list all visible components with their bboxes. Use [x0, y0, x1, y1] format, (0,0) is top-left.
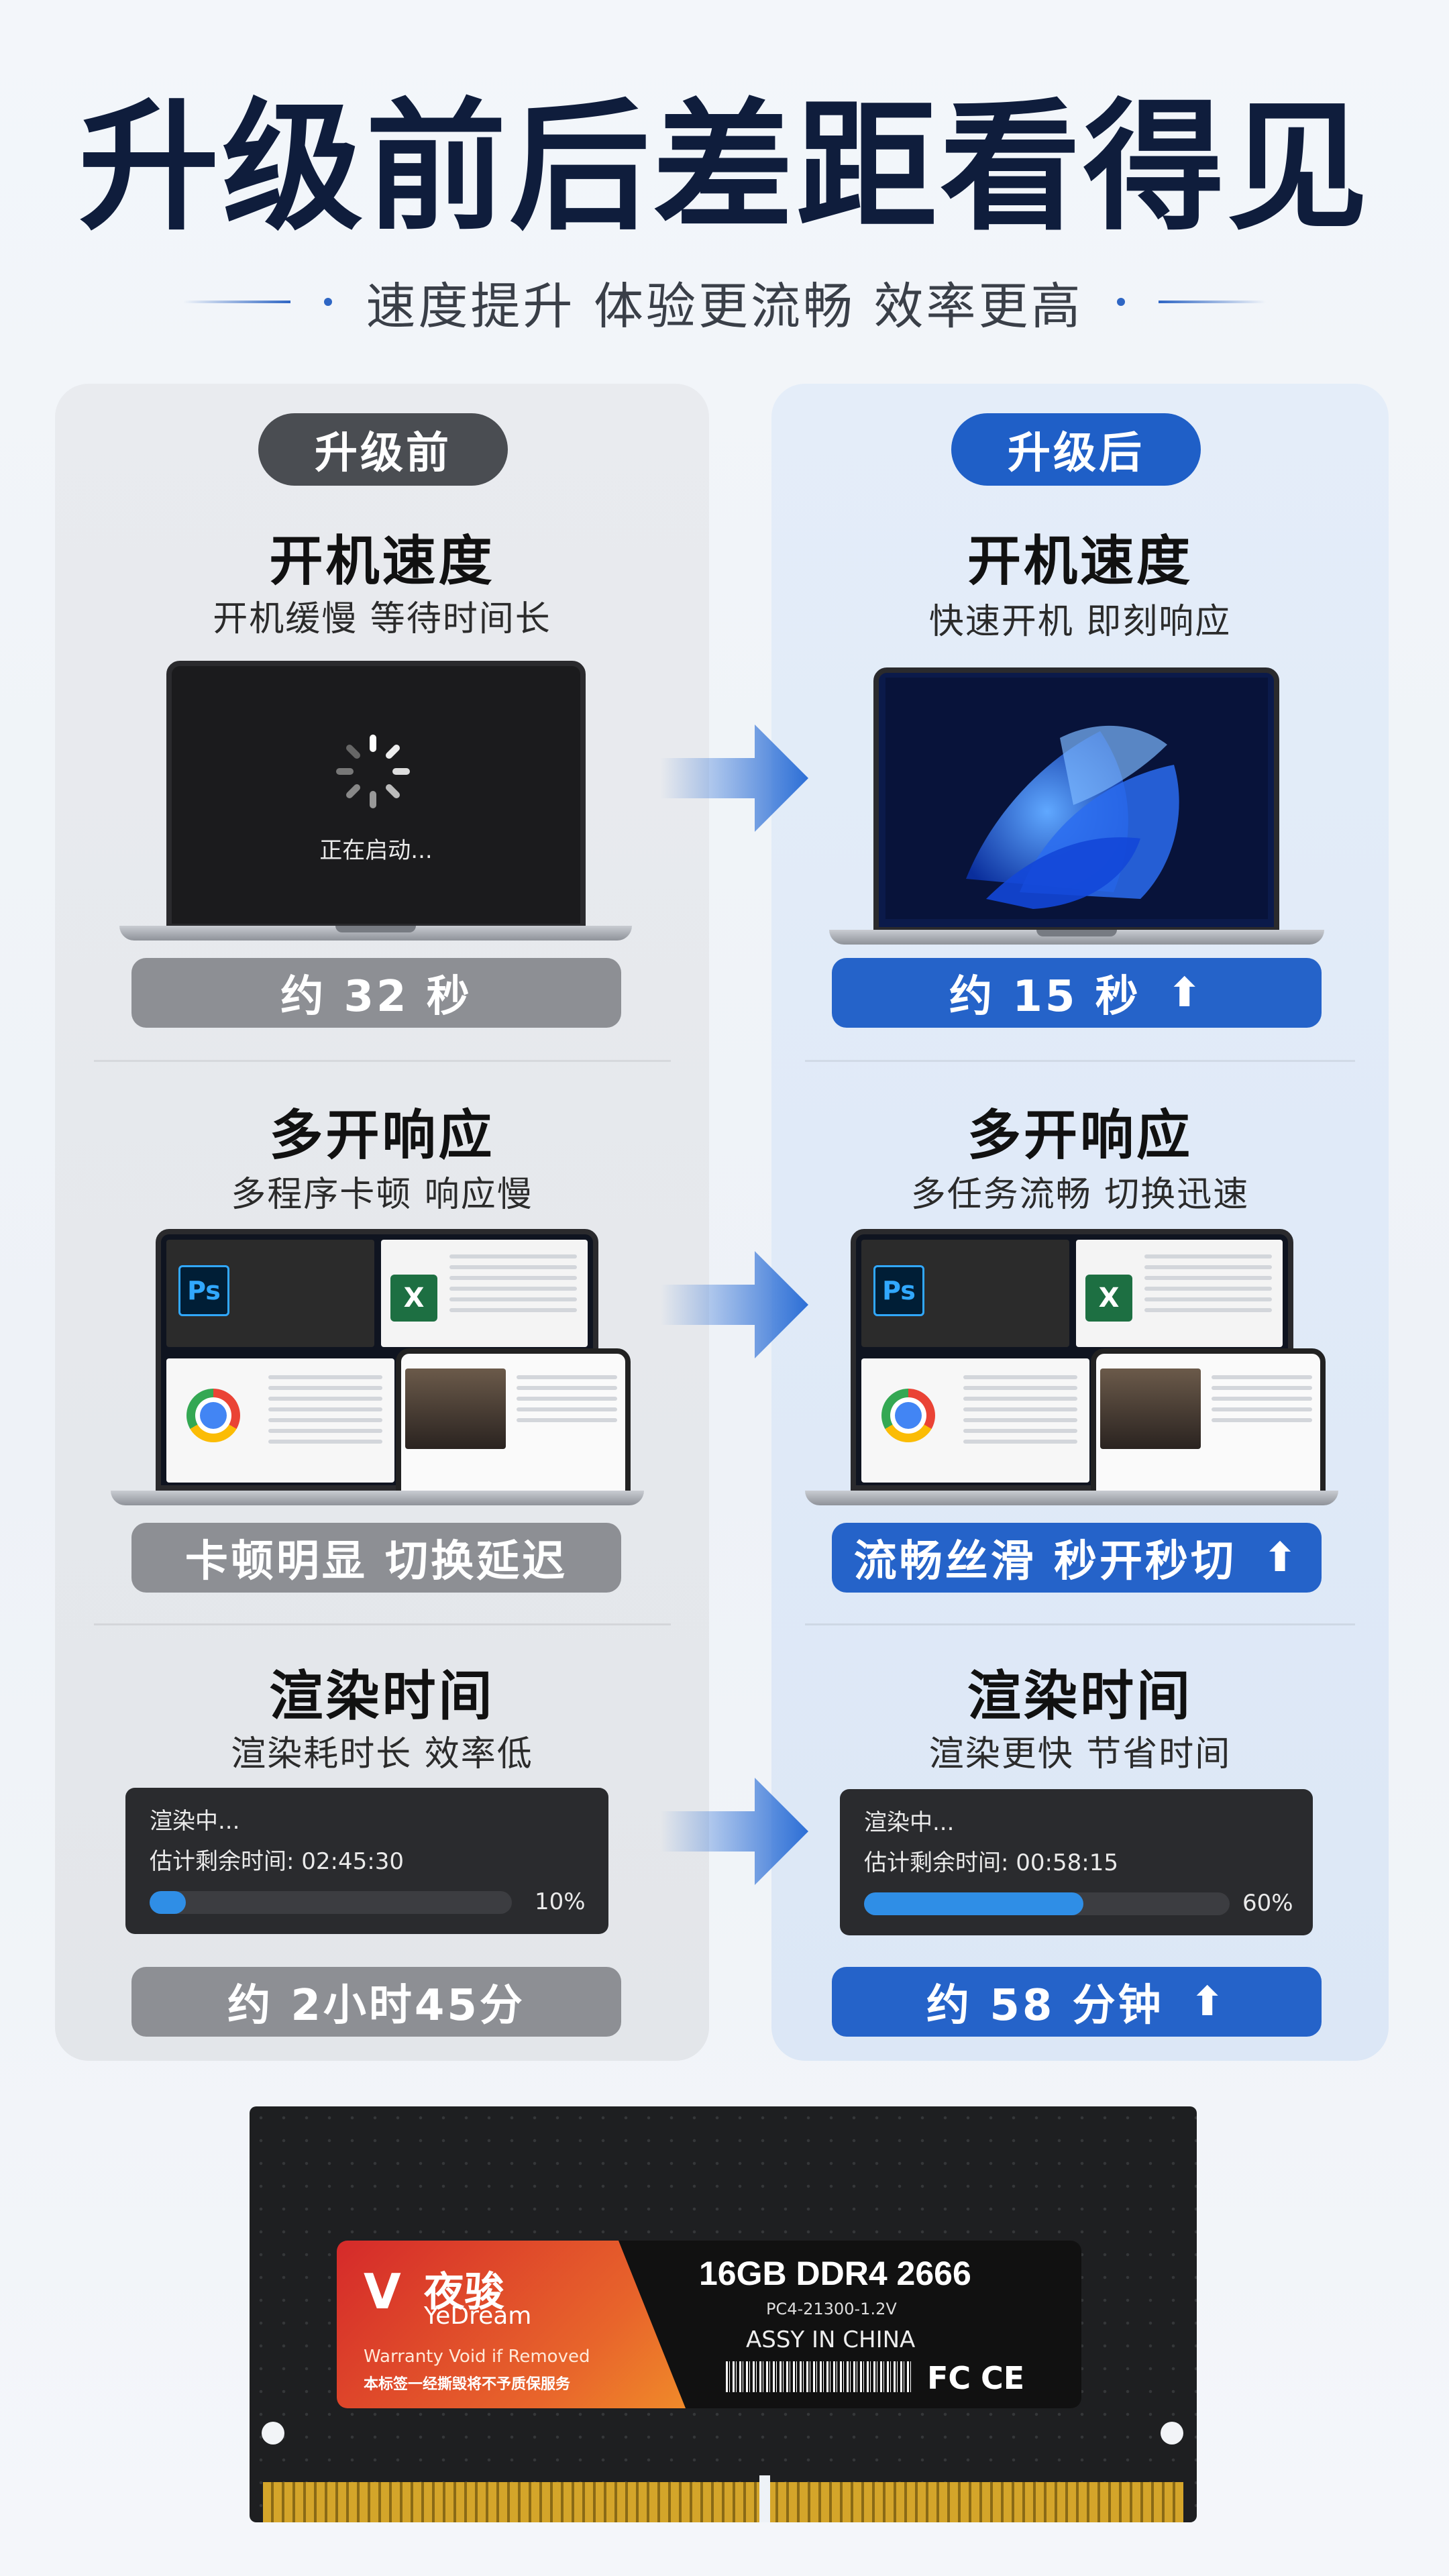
- before-boot-subtitle: 开机缓慢 等待时间长: [213, 599, 551, 639]
- before-boot-laptop-base: [119, 926, 632, 941]
- warranty-text: Warranty Void if Removed: [364, 2347, 590, 2367]
- origin-label: ASSY IN CHINA: [746, 2326, 916, 2353]
- subtitle-row: 速度提升 体验更流畅 效率更高: [0, 268, 1449, 335]
- mounting-hole: [262, 2422, 284, 2445]
- render-progress-track: [864, 1892, 1230, 1915]
- after-multitask-result: 流畅丝滑 秒开秒切 ⬆: [832, 1523, 1322, 1593]
- excel-icon: X: [390, 1275, 437, 1322]
- after-render-result: 约 58 分钟 ⬆: [832, 1967, 1322, 2037]
- before-multitask-title: 多开响应: [269, 1104, 495, 1167]
- key-notch: [759, 2475, 770, 2522]
- before-boot-title: 开机速度: [269, 530, 495, 592]
- chrome-rows: [268, 1375, 382, 1450]
- after-render-result-text: 约 58 分钟: [926, 1981, 1164, 2031]
- mounting-hole: [1161, 2422, 1183, 2445]
- loading-spinner-icon: [336, 735, 410, 808]
- page-title: 升级前后差距看得见: [78, 85, 1371, 250]
- before-multitask-base: [111, 1491, 644, 1505]
- brand-name-en: YeDream: [424, 2302, 532, 2330]
- after-boot-result-text: 约 15 秒: [949, 972, 1141, 1022]
- after-boot-subtitle: 快速开机 即刻响应: [928, 602, 1232, 642]
- after-divider: [805, 1060, 1355, 1062]
- barcode: [726, 2361, 914, 2392]
- after-panel: [771, 384, 1389, 2061]
- before-multitask-subtitle: 多程序卡顿 响应慢: [231, 1175, 533, 1215]
- brand-logo-icon: V: [364, 2263, 401, 2320]
- up-arrow-icon: ⬆: [1190, 1978, 1227, 2025]
- after-boot-result: 约 15 秒 ⬆: [832, 958, 1322, 1028]
- photoshop-icon: Ps: [873, 1265, 924, 1316]
- after-header: 升级后: [951, 413, 1201, 486]
- after-multitask-base: [805, 1491, 1338, 1505]
- spec-label: PC4-21300-1.2V: [766, 2300, 897, 2318]
- subtitle-left-dot: [324, 298, 333, 306]
- ram-module: V 夜骏 YeDream Warranty Void if Removed 本标…: [250, 2106, 1197, 2522]
- before-render-subtitle: 渲染耗时长 效率低: [231, 1734, 533, 1774]
- chat-rows: [517, 1375, 617, 1429]
- capacity-label: 16GB DDR4 2666: [699, 2255, 971, 2292]
- render-status: 渲染中...: [150, 1808, 240, 1835]
- after-render-dialog: 渲染中... 估计剩余时间: 00:58:15 60%: [840, 1789, 1313, 1935]
- before-render-dialog: 渲染中... 估计剩余时间: 02:45:30 10%: [125, 1788, 608, 1934]
- chrome-icon: [186, 1389, 240, 1442]
- excel-rows: [449, 1254, 577, 1319]
- excel-icon: X: [1085, 1275, 1132, 1322]
- label-red-band: [337, 2241, 686, 2408]
- after-multitask-subtitle: 多任务流畅 切换迅速: [910, 1175, 1250, 1215]
- after-render-title: 渲染时间: [967, 1665, 1193, 1727]
- render-progress-track: [150, 1891, 512, 1914]
- render-percent: 10%: [535, 1888, 586, 1915]
- before-divider: [94, 1060, 671, 1062]
- after-boot-laptop-base: [829, 930, 1324, 945]
- laptop-notch: [335, 926, 416, 932]
- up-arrow-icon: ⬆: [1167, 969, 1204, 1016]
- after-boot-title: 开机速度: [967, 530, 1193, 592]
- after-divider: [805, 1623, 1355, 1625]
- excel-rows: [1144, 1254, 1272, 1319]
- brand-name-cn: 夜骏: [424, 2269, 504, 2316]
- subtitle-right-line: [1158, 301, 1266, 303]
- laptop-notch: [1036, 930, 1117, 936]
- after-render-subtitle: 渲染更快 节省时间: [928, 1734, 1232, 1774]
- fc-mark: FC: [927, 2360, 971, 2396]
- before-render-title: 渲染时间: [269, 1665, 495, 1727]
- render-remaining-time: 估计剩余时间: 00:58:15: [864, 1849, 1118, 1876]
- flow-arrow-icon: [661, 724, 808, 832]
- chrome-rows: [963, 1375, 1077, 1450]
- subtitle-left-line: [183, 301, 291, 303]
- chat-rows: [1212, 1375, 1312, 1429]
- up-arrow-icon: ⬆: [1263, 1534, 1300, 1581]
- photo-thumbnail: [405, 1368, 506, 1449]
- ce-mark: CE: [981, 2360, 1025, 2396]
- before-boot-result: 约 32 秒: [131, 958, 621, 1028]
- render-progress-fill: [864, 1892, 1083, 1915]
- flow-arrow-icon: [661, 1251, 808, 1358]
- warranty-text-cn: 本标签一经撕毁将不予质保服务: [364, 2376, 571, 2393]
- before-multitask-result: 卡顿明显 切换延迟: [131, 1523, 621, 1593]
- before-render-result: 约 2小时45分: [131, 1967, 621, 2037]
- render-status: 渲染中...: [864, 1809, 955, 1836]
- after-multitask-result-text: 流畅丝滑 秒开秒切: [853, 1537, 1236, 1587]
- photoshop-icon: Ps: [178, 1265, 229, 1316]
- before-header: 升级前: [258, 413, 508, 486]
- windows-bloom-wallpaper-icon: [885, 678, 1268, 919]
- subtitle-right-dot: [1116, 298, 1125, 306]
- before-divider: [94, 1623, 671, 1625]
- after-multitask-title: 多开响应: [967, 1104, 1193, 1167]
- render-remaining-time: 估计剩余时间: 02:45:30: [150, 1848, 404, 1875]
- gold-contacts: [263, 2482, 1183, 2522]
- page-subtitle: 速度提升 体验更流畅 效率更高: [366, 277, 1083, 335]
- render-progress-fill: [150, 1891, 186, 1914]
- flow-arrow-icon: [661, 1778, 808, 1885]
- render-percent: 60%: [1242, 1890, 1293, 1917]
- chrome-icon: [881, 1389, 935, 1442]
- product-label: V 夜骏 YeDream Warranty Void if Removed 本标…: [337, 2241, 1081, 2408]
- boot-status-text: 正在启动...: [319, 837, 433, 864]
- photo-thumbnail: [1100, 1368, 1201, 1449]
